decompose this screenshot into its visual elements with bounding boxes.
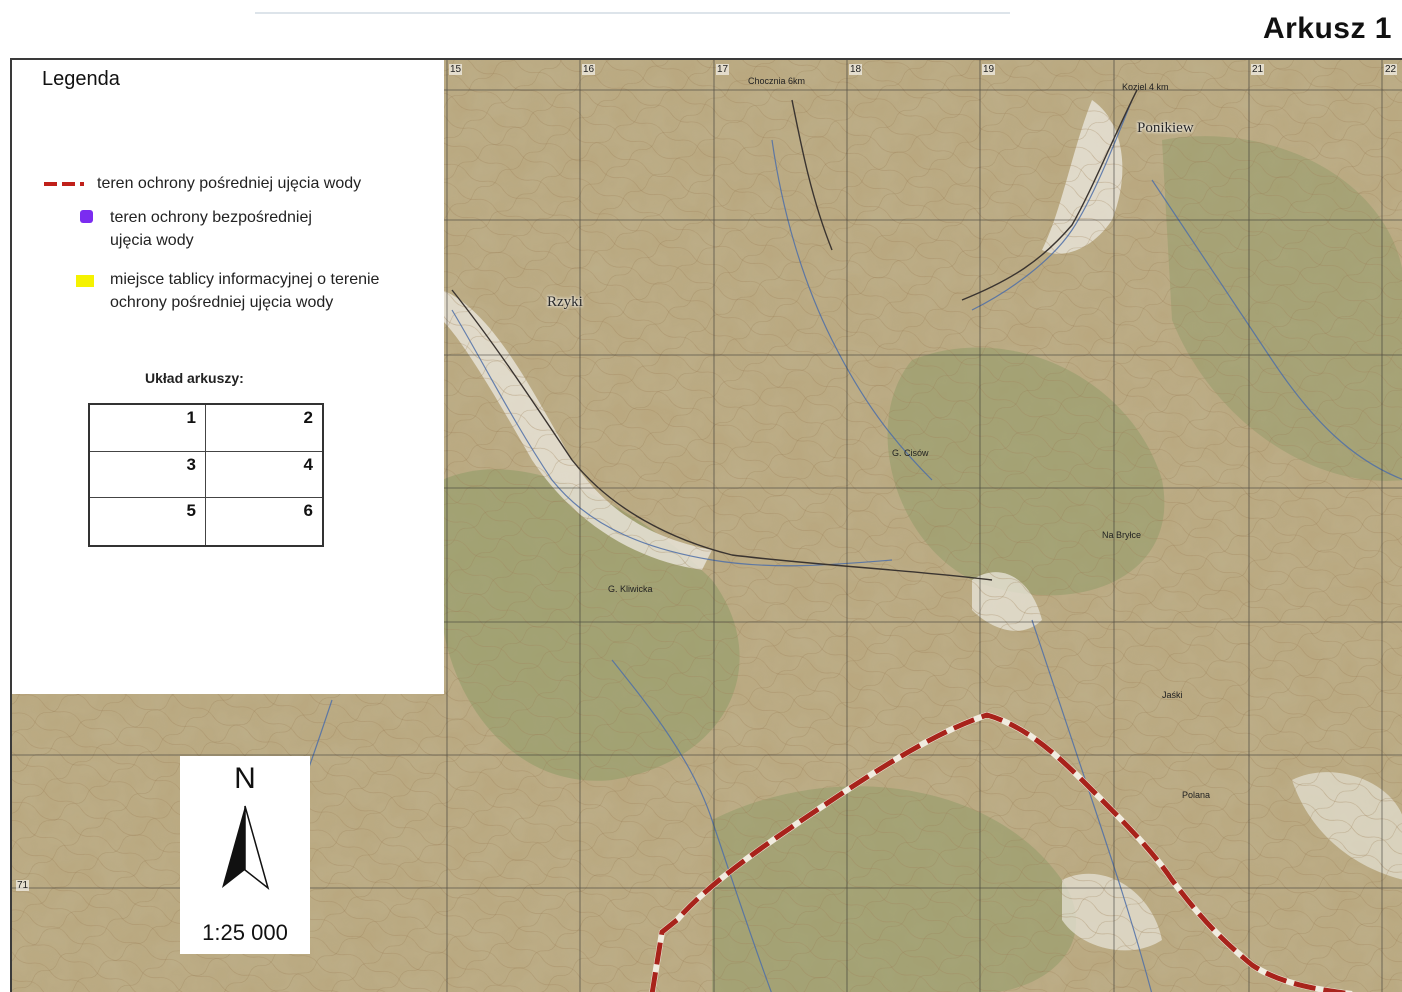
map-label: Polana bbox=[1182, 790, 1211, 800]
yellow-patch-icon bbox=[76, 275, 94, 287]
grid-number: 21 bbox=[1251, 64, 1265, 75]
sheet-layout-grid: 1 2 3 4 5 6 bbox=[88, 403, 324, 547]
sheet-cell-2[interactable]: 2 bbox=[206, 405, 322, 452]
map-label: G. Cisów bbox=[892, 448, 929, 458]
place-label-ponikiew: Ponikiew bbox=[1137, 120, 1194, 136]
place-label-rzyki: Rzyki bbox=[547, 294, 583, 310]
top-rule bbox=[255, 12, 1010, 14]
map-label: Chocznia 6km bbox=[748, 76, 806, 86]
sheet-cell-1[interactable]: 1 bbox=[90, 405, 206, 452]
grid-number: 16 bbox=[582, 64, 596, 75]
grid-number: 22 bbox=[1384, 64, 1398, 75]
north-arrow-icon bbox=[222, 805, 270, 891]
grid-number: 19 bbox=[982, 64, 996, 75]
grid-number: 18 bbox=[849, 64, 863, 75]
legend-title: Legenda bbox=[42, 68, 120, 90]
sheet-cell-5[interactable]: 5 bbox=[90, 498, 206, 545]
north-label: N bbox=[234, 762, 256, 795]
purple-patch-icon bbox=[80, 210, 93, 223]
dashed-red-line-icon bbox=[44, 182, 84, 186]
grid-number: 17 bbox=[716, 64, 730, 75]
roads bbox=[451, 89, 1138, 581]
map-label: Jaśki bbox=[1162, 690, 1183, 700]
legend-item-label: miejsce tablicy informacyjnej o terenie … bbox=[110, 271, 380, 311]
sheet-layout-title: Układ arkuszy: bbox=[145, 370, 244, 386]
protection-zone-boundary-dash[interactable] bbox=[649, 712, 1353, 992]
legend-panel bbox=[12, 60, 444, 694]
legend-item-label: teren ochrony pośredniej ujęcia wody bbox=[97, 175, 362, 192]
legend-item-label: teren ochrony bezpośredniej ujęcia wody bbox=[110, 209, 312, 249]
sheet-title: Arkusz 1 bbox=[1262, 12, 1392, 45]
map-label: Koziel 4 km bbox=[1122, 82, 1169, 92]
sheet-cell-3[interactable]: 3 bbox=[90, 451, 206, 499]
map-label: G. Kliwicka bbox=[608, 584, 653, 594]
north-arrow-box: N 1:25 000 bbox=[180, 756, 310, 954]
grid-number: 71 bbox=[16, 880, 30, 891]
grid-number: 15 bbox=[449, 64, 463, 75]
sheet-cell-4[interactable]: 4 bbox=[206, 452, 322, 499]
sheet-cell-6[interactable]: 6 bbox=[303, 501, 313, 521]
scale-label: 1:25 000 bbox=[202, 920, 288, 945]
map-label: Na Bryłce bbox=[1102, 530, 1142, 540]
